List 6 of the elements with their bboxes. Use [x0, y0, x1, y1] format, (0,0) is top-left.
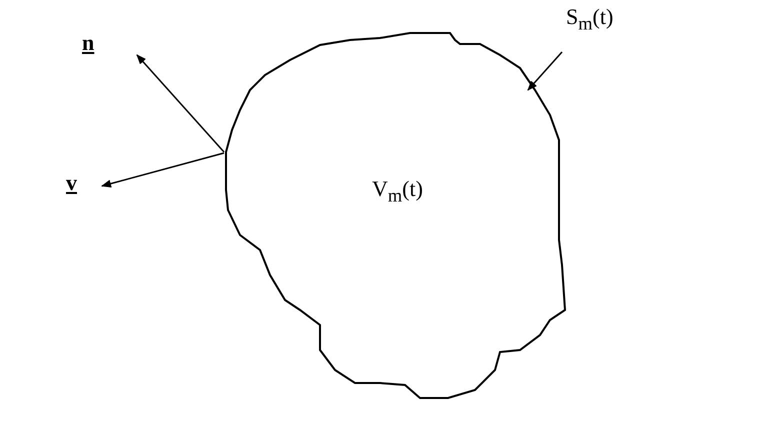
volume-label: V$_{m}$(t) — [372, 178, 423, 205]
surface-label: S$_{m}$(t) — [566, 6, 614, 33]
vector-symbol: v — [66, 172, 77, 194]
vector-symbol: n — [82, 32, 94, 54]
leader-line — [527, 52, 563, 91]
volume-region — [224, 30, 569, 402]
